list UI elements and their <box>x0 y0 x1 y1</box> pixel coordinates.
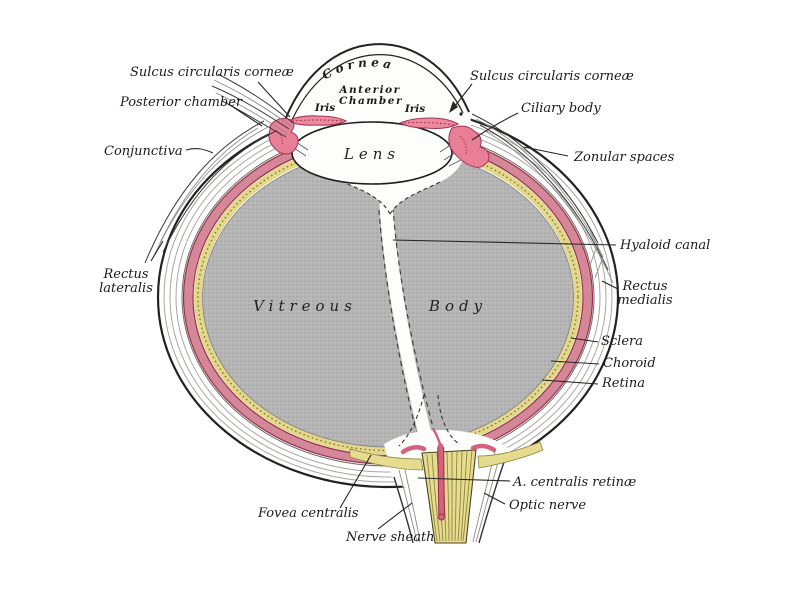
leader-hyaloid-canal <box>392 239 617 246</box>
conjunctiva-line <box>211 85 290 130</box>
nerve-sheath-left-outer <box>393 476 414 544</box>
label-lens: Lens <box>343 145 400 163</box>
vitreous-top-edge-left-dashed <box>344 182 391 215</box>
nerve-fiber-line <box>431 453 441 542</box>
hyaloid-canal-channel <box>379 199 436 457</box>
label-optic-nerve: Optic nerve <box>509 498 586 513</box>
optic-nerve-assembly <box>349 394 544 544</box>
leader-ciliary-body <box>471 112 519 141</box>
nerve-fiber-line <box>426 454 438 542</box>
label-sulcus-right: Sulcus circularis corneæ <box>470 69 634 84</box>
zonule-line <box>448 159 462 167</box>
artery-tip-top <box>431 428 442 445</box>
rectus-medialis-muscle <box>471 113 614 284</box>
leader-optic-nerve <box>483 492 506 505</box>
sulcus-notch-right <box>459 112 463 116</box>
label-sulcus-left: Sulcus circularis corneæ <box>130 65 294 80</box>
canal-funnel-left-dashed <box>398 394 425 447</box>
retina-wing-left <box>349 448 424 471</box>
leader-sulcus-left <box>257 81 291 118</box>
label-ciliary-body: Ciliary body <box>521 101 601 116</box>
muscle-fiber <box>144 120 265 264</box>
artery-edge-right <box>443 446 445 516</box>
nerve-fiber-line <box>462 449 473 542</box>
muscle-fiber-tip <box>589 242 604 279</box>
muscle-fiber <box>159 127 259 244</box>
label-nerve-sheath: Nerve sheath <box>345 530 435 545</box>
label-rectus-medialis-2: medialis <box>617 293 673 308</box>
label-iris-left: Iris <box>314 102 335 114</box>
central-retinal-artery <box>431 428 445 521</box>
leader-posterior-chamber <box>229 104 263 127</box>
leader-lines <box>150 81 619 530</box>
hyaloid-canal-right-dashed-edge <box>392 206 438 443</box>
conjunctiva-line <box>213 79 292 127</box>
leader-choroid <box>550 360 600 365</box>
label-rectus-lateralis-2: lateralis <box>99 281 153 296</box>
nerve-sheath-left-hatch <box>398 469 418 543</box>
ciliary-body-right <box>448 125 490 168</box>
conjunctiva-bundle-left <box>211 73 294 138</box>
rectus-lateralis-muscle <box>144 120 277 264</box>
label-anterior-chamber-1: Anterior <box>338 84 400 96</box>
choroid-curl-left <box>400 445 427 455</box>
leader-rectus-medialis <box>601 280 619 290</box>
muscle-fiber <box>471 113 599 244</box>
hyaloid-canal <box>378 199 438 457</box>
label-anterior-chamber-2: Chamber <box>339 95 403 107</box>
leader-zonular-spaces <box>523 146 569 157</box>
label-retina: Retina <box>601 376 645 391</box>
cornea-outer-arc <box>281 43 470 129</box>
retina-wing-right <box>477 441 544 469</box>
artery-edge-left <box>437 446 440 516</box>
zonule-line <box>293 147 307 157</box>
label-sclera: Sclera <box>601 334 643 349</box>
label-zonular-spaces: Zonular spaces <box>573 150 675 165</box>
label-hyaloid-canal: Hyaloid canal <box>619 238 710 253</box>
leader-rectus-lateralis <box>150 240 164 262</box>
leader-conjunctiva <box>185 148 214 154</box>
label-iris-right: Iris <box>404 103 425 115</box>
lens-shape <box>291 121 453 185</box>
iris-left-strip <box>286 115 348 126</box>
leader-sulcus-right-arrowhead <box>449 101 458 113</box>
label-conjunctiva: Conjunctiva <box>104 144 183 159</box>
nerve-fiber-line <box>457 450 463 542</box>
iris-right-speckle <box>403 121 455 126</box>
label-choroid: Choroid <box>603 356 656 371</box>
nerve-sheath-right-outer <box>478 458 506 544</box>
label-rectus-medialis-1: Rectus <box>621 279 667 294</box>
nerve-fiber-line <box>454 450 458 542</box>
nerve-fiber-line <box>460 449 468 542</box>
label-fovea-centralis: Fovea centralis <box>257 506 359 521</box>
anterior-segment <box>268 43 490 215</box>
canal-funnel-right-dashed <box>437 394 460 445</box>
cornea-inner-arc <box>288 54 464 128</box>
nerve-sheath-left-hatch <box>403 464 421 543</box>
label-rectus-lateralis-1: Rectus <box>102 267 148 282</box>
label-vitreous: Vitreous <box>253 297 357 315</box>
conjunctiva-line <box>221 100 287 138</box>
artery-trunk <box>437 443 445 519</box>
label-a-centralis: A. centralis retinæ <box>512 475 636 490</box>
leader-nerve-sheath <box>377 502 413 530</box>
muscle-fiber <box>162 130 277 253</box>
iris-left-speckle <box>291 119 345 122</box>
vitreous-top-edge-right-dashed <box>389 181 441 215</box>
choroid-curl-right <box>470 443 497 453</box>
muscle-fiber <box>475 118 604 258</box>
label-posterior-chamber: Posterior chamber <box>119 95 243 110</box>
leader-sclera <box>570 337 599 343</box>
artery-bottom-cap <box>438 513 445 521</box>
leader-fovea-centralis <box>339 454 372 509</box>
iris-right-strip <box>398 117 460 130</box>
leader-retina <box>541 379 599 385</box>
label-body: Body <box>428 297 487 315</box>
leader-a-centralis <box>417 477 511 482</box>
conjunctiva-line <box>217 73 294 124</box>
nerve-fiber-line <box>446 451 450 542</box>
ciliary-speckle <box>275 129 467 155</box>
conjunctiva-line <box>215 92 288 134</box>
